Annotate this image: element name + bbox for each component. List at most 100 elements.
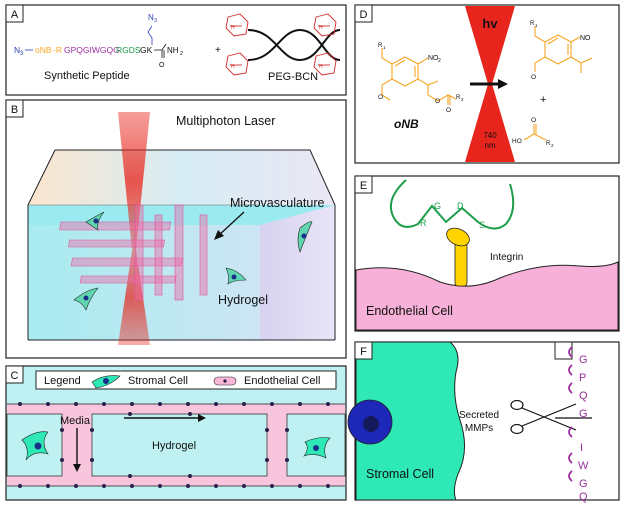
acid-r2: R xyxy=(546,141,551,147)
en4 xyxy=(102,402,106,406)
onb-structure xyxy=(381,48,457,105)
onb-methoxy xyxy=(381,78,393,101)
peptide-cleavable-sequence: GPQGIWGQG xyxy=(64,45,120,55)
panel-d: D hv 740 nm R 1 NO 2 O O R 2 O oNB xyxy=(354,4,620,164)
secreted-label: Secreted xyxy=(459,410,499,421)
stromal-cell-b4 xyxy=(73,287,99,311)
product-no-bond xyxy=(570,36,581,43)
microvasculature-label: Microvasculature xyxy=(230,196,325,210)
en7 xyxy=(186,402,190,406)
onb-methoxy-o: O xyxy=(378,94,383,101)
mmps-label: MMPs xyxy=(465,423,493,434)
en20 xyxy=(214,484,218,488)
legend-stromal-nucleus xyxy=(103,378,109,384)
stromal-cell-c2 xyxy=(303,437,331,459)
panel-a-frame xyxy=(5,4,347,96)
bcn-ring-bottom-left xyxy=(225,52,249,76)
peptide-top-link-1 xyxy=(568,364,573,376)
vessel-v3 xyxy=(154,214,163,296)
hydrogel-box-edges xyxy=(27,149,336,341)
en19 xyxy=(186,484,190,488)
hydrogel-side-face xyxy=(260,205,335,340)
panel-e: E R G D S Integrin Endothelial Cell xyxy=(354,175,620,332)
en36 xyxy=(188,474,192,478)
acid-product-structure xyxy=(523,124,547,141)
stromal-cell-b2-nucleus xyxy=(301,233,307,239)
box-edge-left-top xyxy=(27,149,56,206)
legend-endothelial-nucleus xyxy=(223,379,227,383)
vessel-h1 xyxy=(59,221,172,231)
en22 xyxy=(270,484,274,488)
en33 xyxy=(128,412,132,416)
en18 xyxy=(158,484,162,488)
en29 xyxy=(265,428,269,432)
en12 xyxy=(326,402,330,406)
bcn-ring-bottom-right xyxy=(313,52,337,76)
bcn-h-4: H xyxy=(319,64,323,70)
onb-r1-sub: 1 xyxy=(383,45,386,50)
rgd-residue-d: D xyxy=(457,201,464,211)
peptide-top-residue-1: P xyxy=(579,372,586,384)
lysine-side-chain xyxy=(147,25,153,45)
bcn-h-1: H xyxy=(231,25,235,31)
peg-bcn-label: PEG-BCN xyxy=(268,71,318,83)
acid-o: O xyxy=(531,117,536,124)
panel-b: B Multiphoton Laser Microv xyxy=(5,99,347,359)
product-r1-sub: 1 xyxy=(535,23,538,28)
stromal-cell-label-f: Stromal Cell xyxy=(366,467,434,481)
peptide-n3-prefix-sub: 3 xyxy=(20,51,24,57)
endothelial-nuclei xyxy=(18,402,330,488)
hydrogel-label-c: Hydrogel xyxy=(152,440,196,452)
gel-block-middle xyxy=(92,414,267,476)
en32 xyxy=(285,458,289,462)
onb-ester-o: O xyxy=(435,98,440,105)
panel-a: A N 3 oNB -R GPQGIWGQG RGDS GK N 3 O NH … xyxy=(5,4,347,96)
rgd-residue-s: S xyxy=(479,220,485,230)
acid-ho: HO xyxy=(512,138,522,145)
integrin-receptor xyxy=(446,227,470,287)
wall-right-block xyxy=(286,413,346,477)
wavelength-value: 740 xyxy=(483,131,497,140)
wall-left-block xyxy=(6,413,63,477)
bcn-ring-top-left xyxy=(225,13,249,37)
wavelength-unit: nm xyxy=(484,141,495,150)
onb-label: oNB xyxy=(394,117,419,131)
hydrogel-label-b: Hydrogel xyxy=(218,293,268,307)
integrin-head xyxy=(446,227,470,247)
scissors-handle-top xyxy=(510,399,524,411)
mmp-peptide-bottom: I W G Q xyxy=(568,426,589,503)
synthetic-peptide-label: Synthetic Peptide xyxy=(44,70,130,82)
stromal-cell-body xyxy=(355,341,465,501)
en30 xyxy=(265,458,269,462)
panel-e-letter: E xyxy=(360,180,367,192)
peptide-carbonyl-o: O xyxy=(159,62,165,69)
legend-label: Legend xyxy=(44,375,81,387)
vessel-h3 xyxy=(68,239,166,248)
product-r1-chain xyxy=(534,26,546,43)
bcn-h-3: H xyxy=(231,64,235,70)
legend-endothelial-label: Endothelial Cell xyxy=(244,375,320,387)
en6 xyxy=(158,402,162,406)
panel-a-plus: + xyxy=(215,45,221,56)
panel-c-letter-box xyxy=(5,365,24,384)
scissors-handle-bottom xyxy=(510,423,524,435)
vessel-h2 xyxy=(70,257,183,267)
stromal-cell-b2 xyxy=(297,221,313,253)
en28 xyxy=(90,458,94,462)
en26 xyxy=(60,458,64,462)
bcn-ring-top-right xyxy=(313,13,337,37)
nitroso-product-structure xyxy=(534,26,593,73)
en34 xyxy=(188,412,192,416)
onb-r2-sub: 2 xyxy=(461,97,464,102)
onb-r1: R xyxy=(378,43,383,49)
peptide-bottom-residue-3: Q xyxy=(579,491,588,503)
en10 xyxy=(270,402,274,406)
acid-r2-sub: 2 xyxy=(551,143,554,148)
peg-chain-1 xyxy=(247,29,341,62)
rgd-residue-g: G xyxy=(434,201,441,211)
en3 xyxy=(74,402,78,406)
panel-b-letter-box xyxy=(5,99,24,118)
en31 xyxy=(285,428,289,432)
en27 xyxy=(90,428,94,432)
panel-d-laser-top xyxy=(465,6,515,84)
